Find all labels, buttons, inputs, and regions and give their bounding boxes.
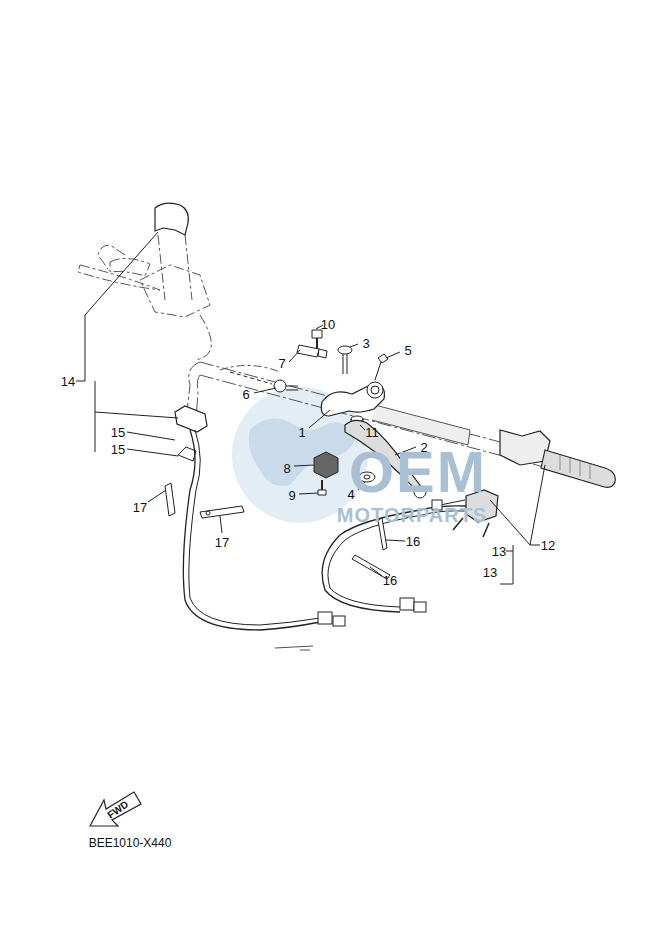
callout-number: 3 — [362, 337, 369, 350]
watermark: OEM — [349, 443, 487, 501]
callout-number: 8 — [283, 462, 290, 475]
callout-number: 10 — [321, 318, 335, 331]
diagram-code: BEE1010-X440 — [89, 837, 172, 849]
callout-number: 9 — [288, 489, 295, 502]
callout-number: 14 — [61, 375, 75, 388]
callout-number: 13 — [483, 566, 497, 579]
direction-marker: FWD — [106, 799, 130, 820]
callout-number: 16 — [383, 574, 397, 587]
callout-number: 6 — [242, 388, 249, 401]
callout-number: 12 — [541, 539, 555, 552]
callout-number: 13 — [492, 545, 506, 558]
callout-number: 5 — [404, 344, 411, 357]
callout-number: 1 — [298, 426, 305, 439]
callout-number: 17 — [133, 501, 147, 514]
callout-number: 15 — [111, 426, 125, 439]
callout-number: 15 — [111, 443, 125, 456]
watermark: MOTORPARTS — [337, 505, 487, 525]
callout-number: 7 — [278, 357, 285, 370]
callout-number: 16 — [406, 535, 420, 548]
callout-number: 17 — [215, 536, 229, 549]
callout-number: 11 — [365, 426, 379, 439]
